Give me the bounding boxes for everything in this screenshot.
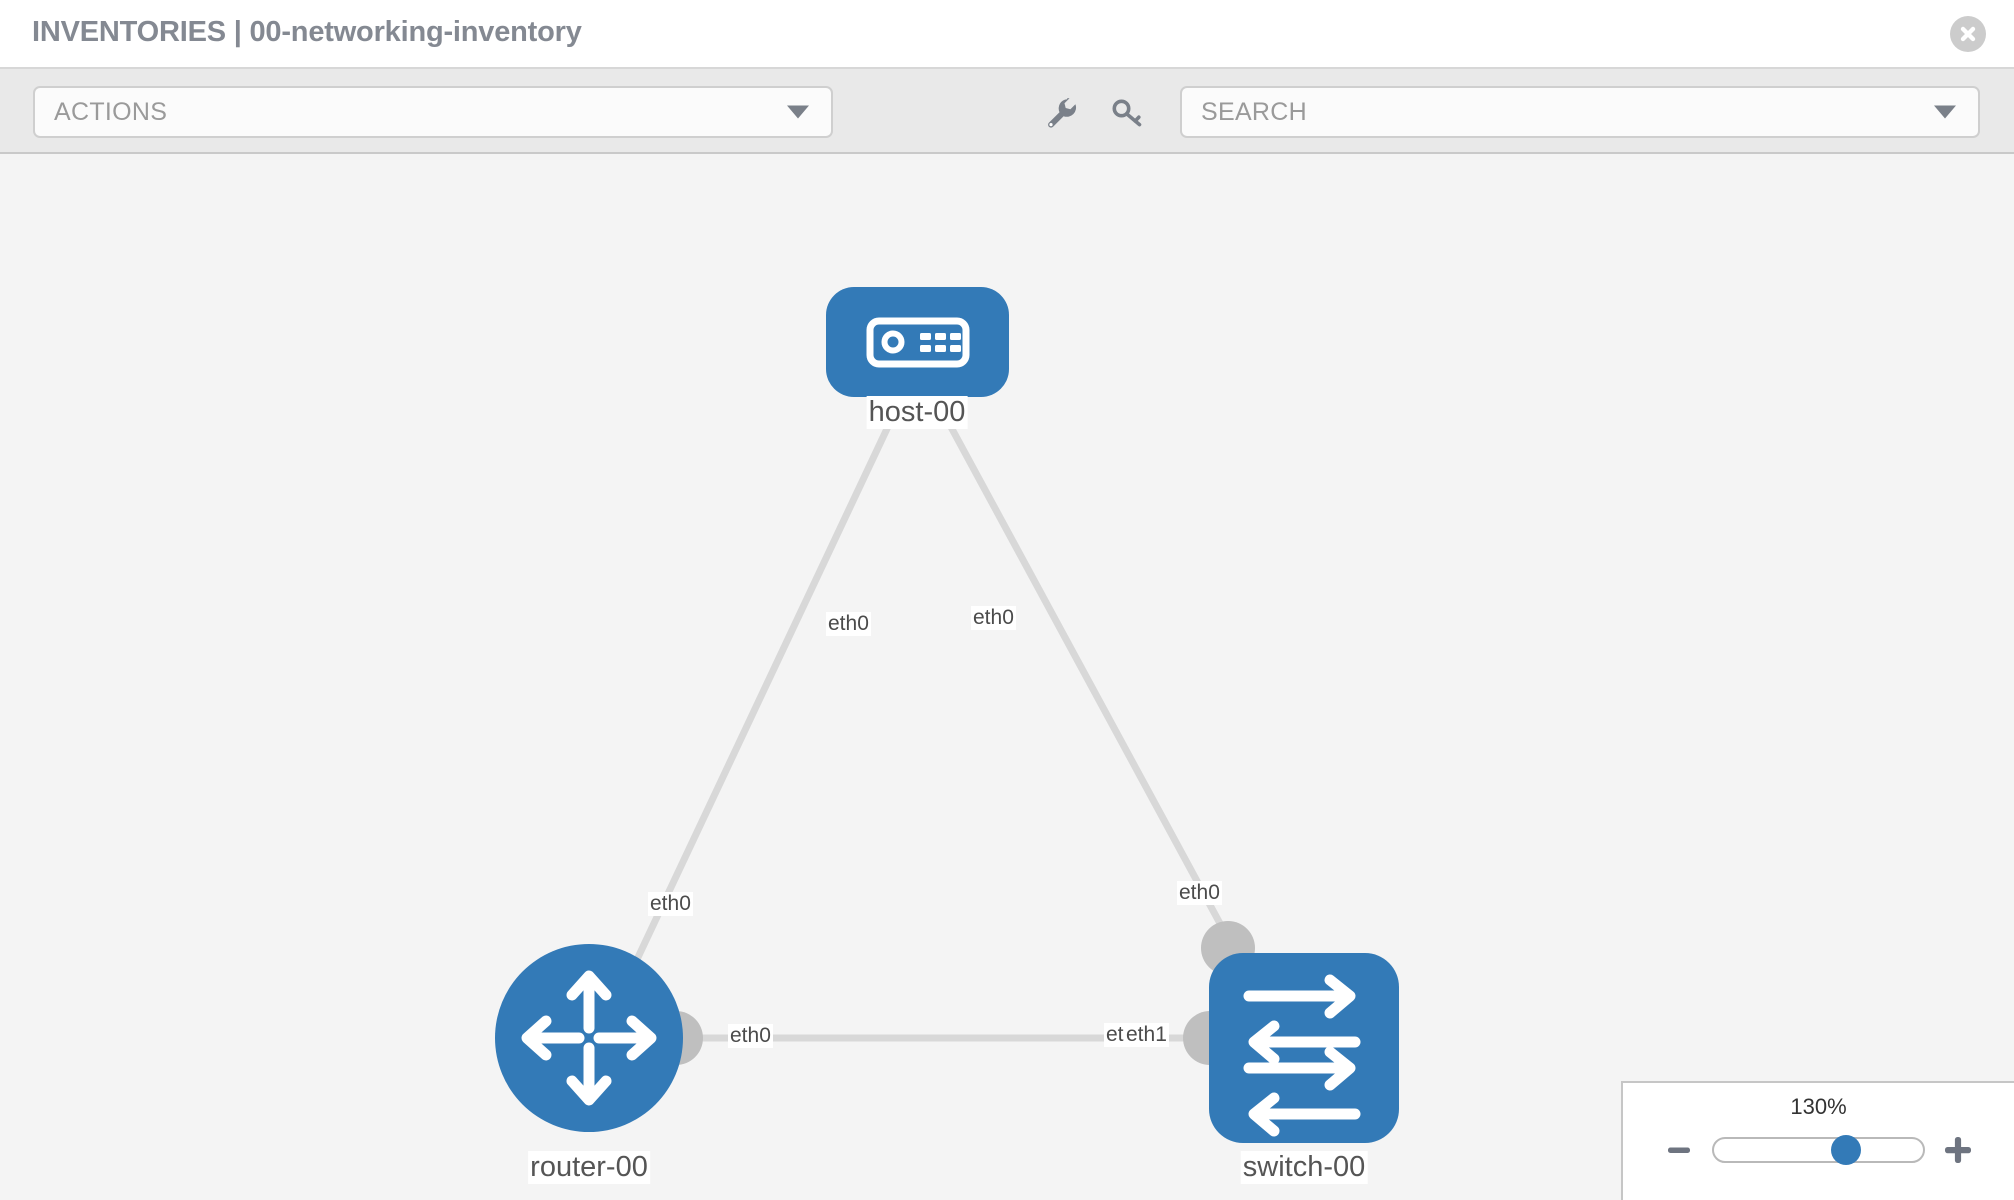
node-switch-00[interactable] [1209,953,1399,1143]
port-label-switch-up: eth0 [1177,881,1222,905]
port-label-host-right: eth0 [971,606,1016,630]
actions-dropdown-label: ACTIONS [54,97,168,126]
zoom-control-panel: 130% [1621,1081,2014,1200]
topology-graph [495,287,1399,1143]
chevron-down-icon[interactable] [1934,105,1956,119]
page-header: INVENTORIES | 00-networking-inventory [0,0,2014,69]
key-icon[interactable] [1105,91,1149,135]
port-label-host-left: eth0 [826,612,871,636]
port-label-switch-left-b: eth1 [1124,1023,1169,1047]
chevron-down-icon [787,105,809,119]
close-icon[interactable] [1950,16,1986,52]
link-host-router [604,414,897,1023]
actions-dropdown[interactable]: ACTIONS [33,86,833,138]
port-label-router-up: eth0 [648,892,693,916]
link-layer [604,414,1266,1042]
plus-icon[interactable] [1941,1133,1975,1167]
node-label-switch-00: switch-00 [1240,1151,1368,1184]
toolbar: ACTIONS SEARCH [0,69,2014,154]
zoom-slider-handle[interactable] [1830,1135,1861,1165]
switch-arrows-icon [1243,974,1361,1137]
zoom-level-value: 130% [1790,1094,1847,1119]
node-router-00[interactable] [495,944,683,1132]
page-title: INVENTORIES | 00-networking-inventory [32,16,582,48]
node-label-host-00: host-00 [866,396,968,429]
link-host-switch [941,414,1266,1003]
server-icon [866,317,970,368]
zoom-slider[interactable] [1712,1135,1925,1165]
minus-icon[interactable] [1662,1133,1696,1167]
wrench-icon[interactable] [1040,91,1084,135]
node-host-00[interactable] [826,287,1009,397]
router-arrows-icon [521,970,657,1106]
port-label-router-right: eth0 [728,1024,773,1048]
topology-canvas[interactable]: host-00 router-00 switch-00 eth0 eth0 et… [0,156,2014,1200]
node-label-router-00: router-00 [528,1151,650,1184]
search-placeholder: SEARCH [1201,97,1307,126]
search-input[interactable]: SEARCH [1180,86,1980,138]
